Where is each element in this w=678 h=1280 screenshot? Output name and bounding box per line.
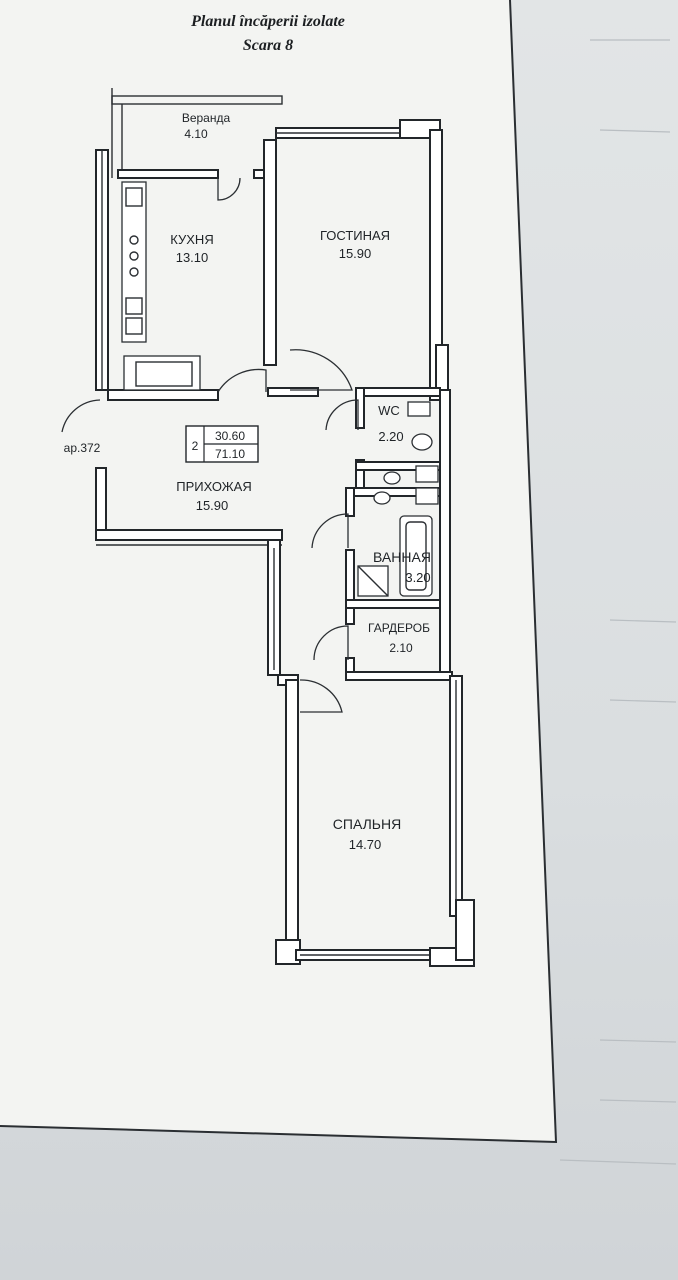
bathroom-area: 3.20 bbox=[405, 570, 430, 585]
kitchen-area: 13.10 bbox=[176, 250, 209, 265]
apartment-ref: ap.372 bbox=[64, 441, 101, 455]
kitchen-name: КУХНЯ bbox=[170, 232, 213, 247]
wc-name: WC bbox=[378, 403, 400, 418]
bathtub-icon bbox=[399, 515, 433, 597]
hallway-area: 15.90 bbox=[196, 498, 229, 513]
bedroom-area: 14.70 bbox=[349, 837, 382, 852]
sheet-border bbox=[0, 0, 558, 1144]
bedroom-name: СПАЛЬНЯ bbox=[333, 816, 401, 832]
living-room-area: 15.90 bbox=[339, 246, 372, 261]
veranda-area: 4.10 bbox=[184, 127, 208, 141]
fixtures bbox=[121, 181, 439, 597]
plan-title: Planul încăperii izolate bbox=[190, 13, 345, 30]
toilet-bowl-icon bbox=[411, 433, 433, 451]
hallway-name: ПРИХОЖАЯ bbox=[176, 479, 252, 494]
door-swings bbox=[61, 177, 359, 713]
area-summary-box: 2 30.60 71.10 bbox=[185, 425, 259, 463]
kitchen-counter bbox=[121, 181, 147, 343]
room-labels: Веранда 4.10 КУХНЯ 13.10 ГОСТИНАЯ 15.90 … bbox=[64, 111, 431, 852]
bath-sink-icon bbox=[373, 491, 391, 505]
total-area-value: 71.10 bbox=[215, 447, 245, 461]
wardrobe-area: 2.10 bbox=[389, 641, 413, 655]
wc-area: 2.20 bbox=[378, 429, 403, 444]
plan-scale: Scara 8 bbox=[243, 37, 293, 54]
rooms-count: 2 bbox=[192, 439, 199, 453]
veranda-name: Веранда bbox=[182, 111, 231, 125]
bathroom-name: ВАННАЯ bbox=[373, 549, 431, 565]
wc-sink-icon bbox=[383, 471, 401, 485]
toilet-tank-icon bbox=[407, 401, 431, 417]
walls bbox=[95, 88, 475, 967]
living-area-value: 30.60 bbox=[215, 429, 245, 443]
kitchen-sink-icon bbox=[125, 297, 143, 315]
living-room-name: ГОСТИНАЯ bbox=[320, 228, 390, 243]
wardrobe-name: ГАРДЕРОБ bbox=[368, 621, 430, 635]
bleed-through-text bbox=[559, 39, 677, 1165]
